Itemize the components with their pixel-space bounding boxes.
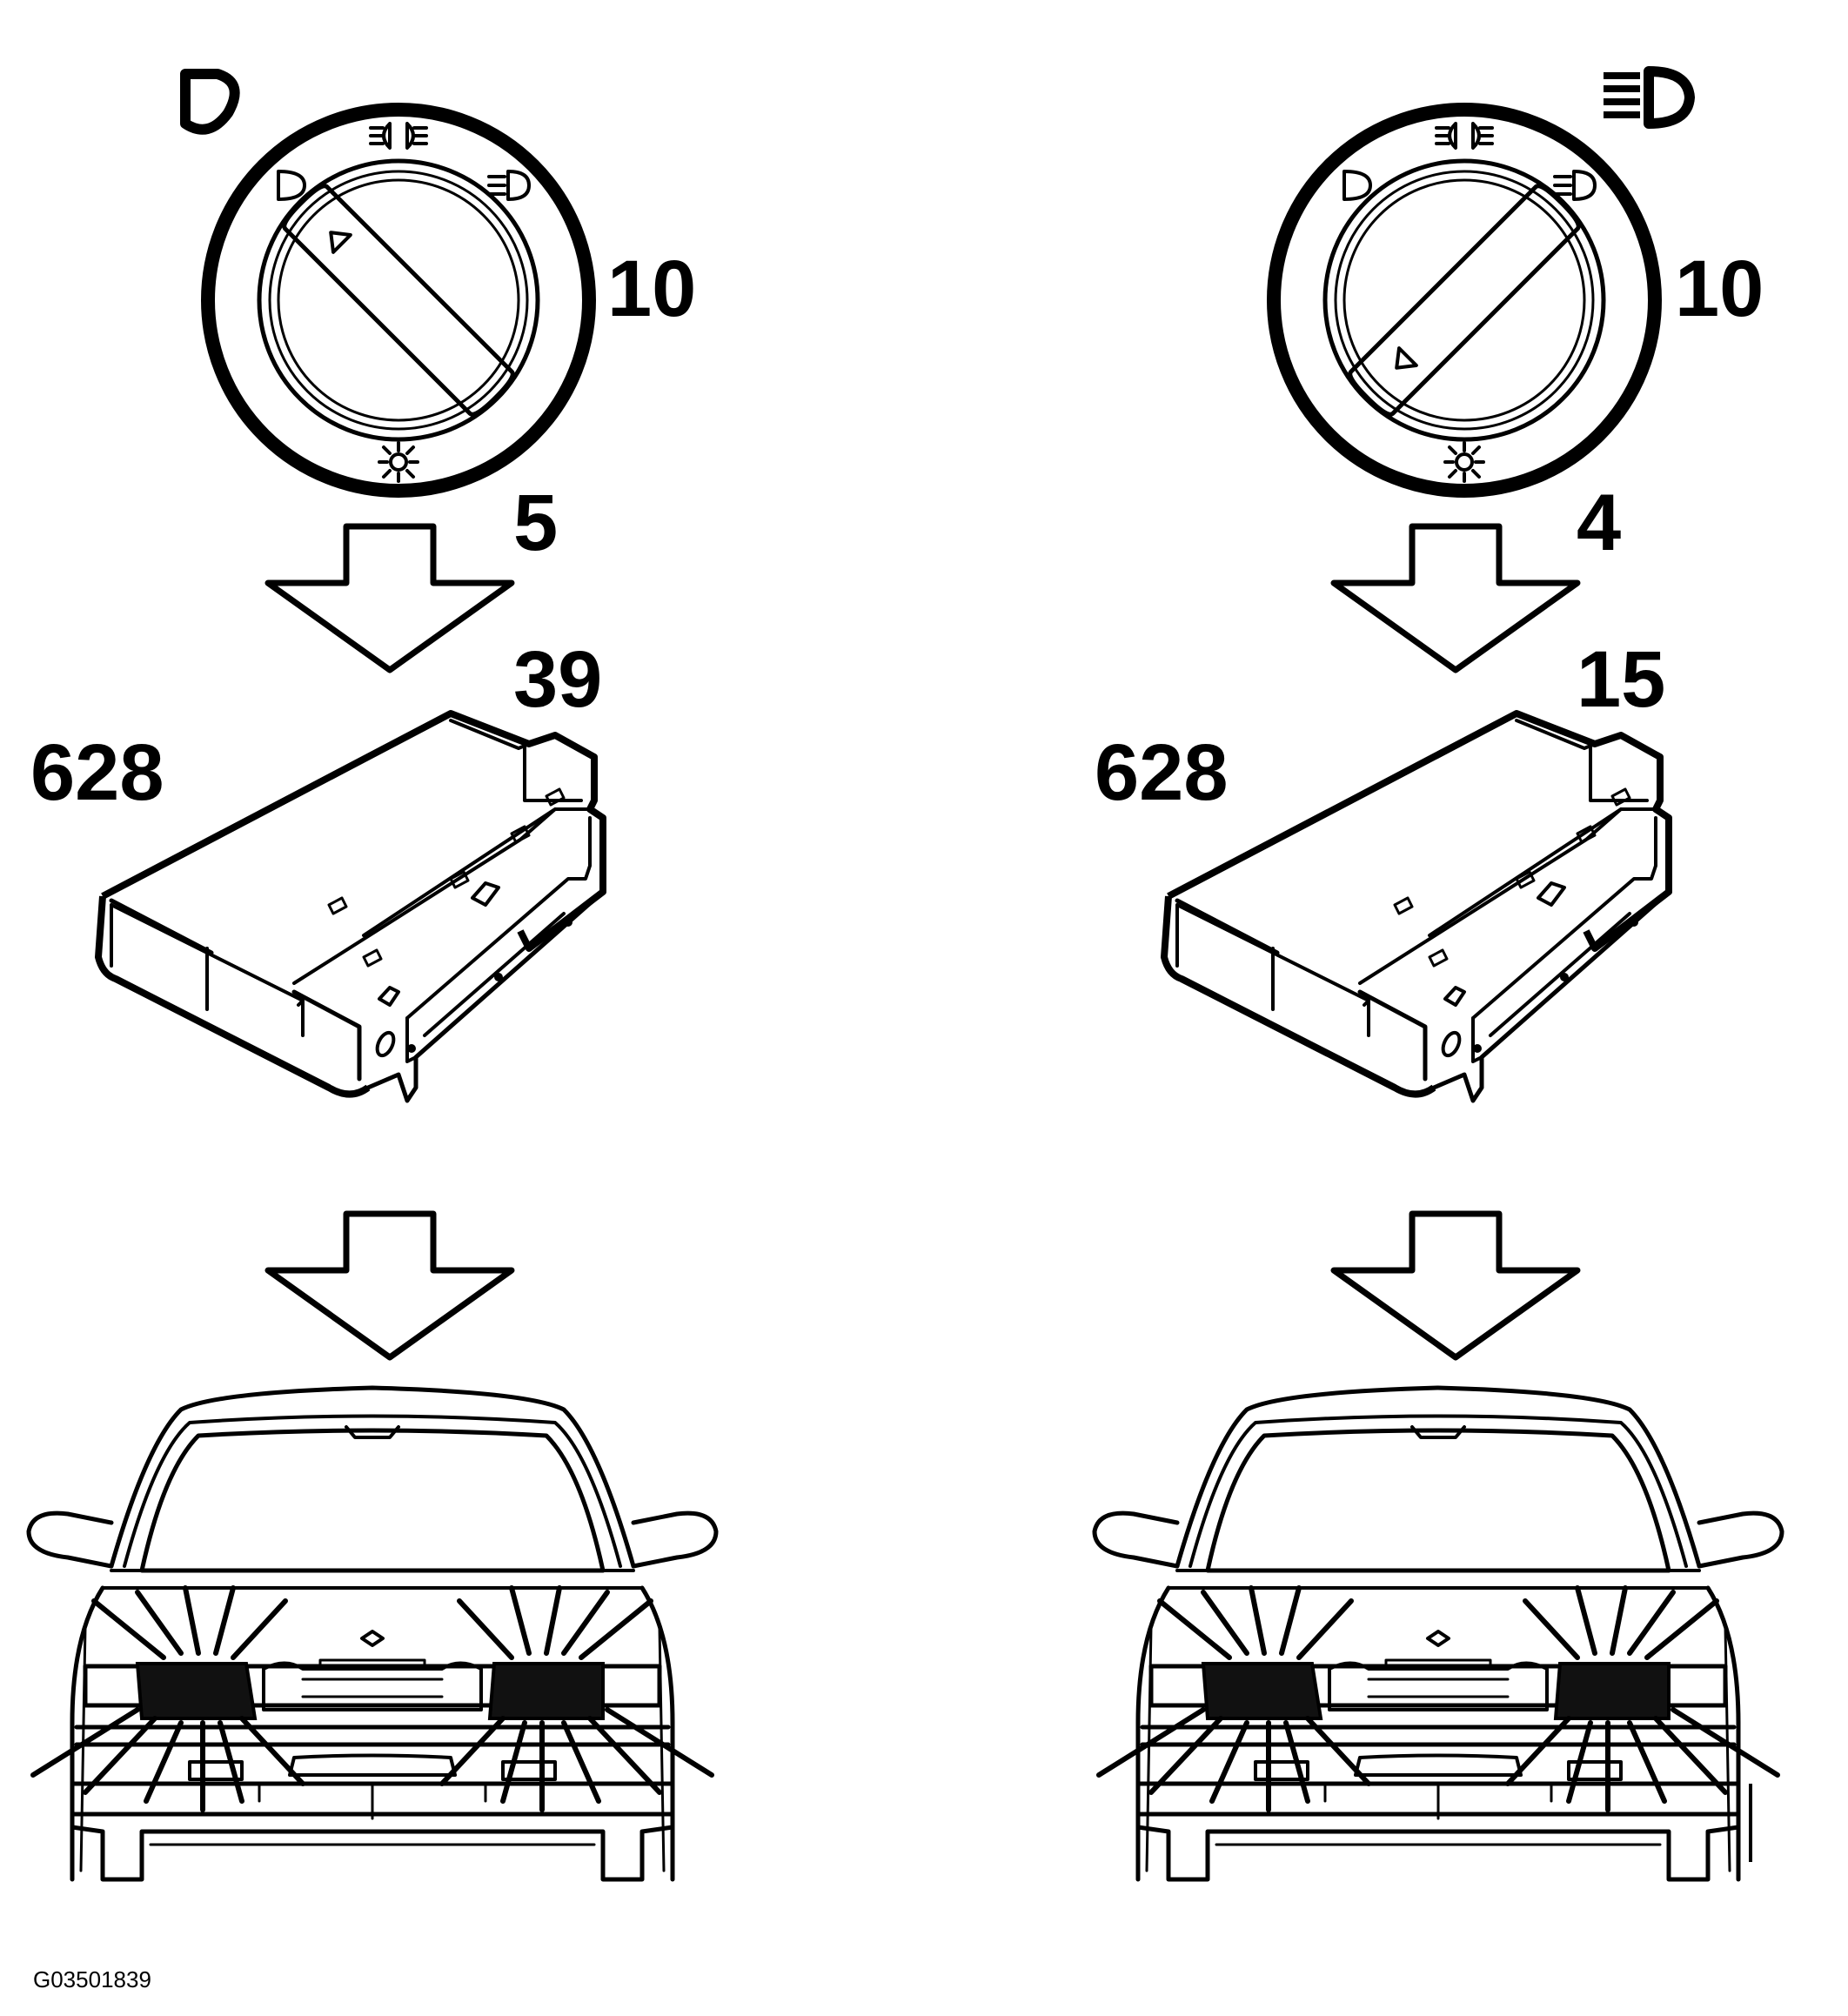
- switch-knob: [1346, 182, 1583, 419]
- down-arrow-to-module: [1334, 526, 1577, 670]
- light-switch-dial: [1274, 110, 1655, 491]
- low-beam-headlight-icon: [180, 69, 240, 135]
- right-panel: [1095, 66, 1782, 1879]
- control-module: [1164, 713, 1669, 1101]
- callout-module-pin-left: 39: [513, 635, 603, 724]
- callout-module-left: 628: [30, 728, 164, 817]
- down-arrow-to-vehicle: [268, 1214, 512, 1357]
- switch-knob: [280, 182, 517, 419]
- high-beam-headlight-icon: [1604, 66, 1695, 129]
- vehicle-front-high-beam: [1095, 1388, 1782, 1879]
- down-arrow-to-vehicle: [1334, 1214, 1577, 1357]
- down-arrow-to-module: [268, 526, 512, 670]
- left-panel: [29, 69, 716, 1879]
- callout-signal-right: 4: [1577, 479, 1622, 567]
- callout-module-pin-right: 15: [1577, 635, 1666, 724]
- control-module: [98, 713, 603, 1101]
- light-switch-dial: [208, 110, 589, 491]
- callout-signal-left: 5: [513, 479, 559, 567]
- callout-module-right: 628: [1095, 728, 1229, 817]
- callout-switch-right: 10: [1675, 244, 1764, 333]
- callout-switch-left: 10: [607, 244, 697, 333]
- figure-id: G03501839: [33, 1966, 151, 1993]
- vehicle-front-low-beam: [29, 1388, 716, 1879]
